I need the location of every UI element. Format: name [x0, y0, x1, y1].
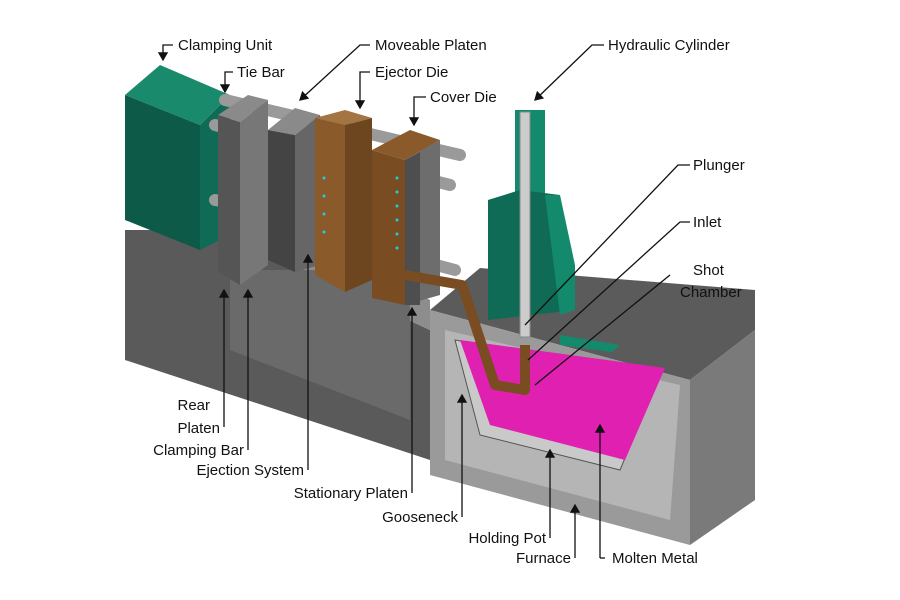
- label-clamping-unit: Clamping Unit: [178, 37, 273, 54]
- label-furnace: Furnace: [516, 550, 571, 567]
- cooling-channels: [322, 176, 399, 250]
- cover-die: [372, 130, 440, 305]
- moveable-platen: [268, 108, 320, 272]
- label-moveable-platen: Moveable Platen: [375, 37, 487, 54]
- label-clamping-bar: Clamping Bar: [153, 442, 244, 459]
- label-gooseneck: Gooseneck: [382, 509, 458, 526]
- label-shot-chamber-line1: Shot: [693, 262, 725, 279]
- molten-metal: [460, 340, 665, 460]
- label-hydraulic-cylinder: Hydraulic Cylinder: [608, 37, 730, 54]
- label-cover-die: Cover Die: [430, 89, 497, 106]
- rear-platen: [218, 95, 268, 285]
- gooseneck: [404, 270, 530, 395]
- label-plunger: Plunger: [693, 157, 745, 174]
- label-tie-bar: Tie Bar: [237, 64, 285, 81]
- leader-lines: [157, 44, 690, 558]
- label-ejection-system: Ejection System: [196, 462, 304, 479]
- label-ejector-die: Ejector Die: [375, 64, 448, 81]
- label-stationary-platen: Stationary Platen: [294, 485, 408, 502]
- clamping-unit: [125, 65, 230, 250]
- label-rear-platen-line1: Rear: [177, 397, 210, 414]
- label-rear-platen-line2: Platen: [177, 420, 220, 437]
- label-holding-pot: Holding Pot: [468, 530, 546, 547]
- label-shot-chamber-line2: Chamber: [680, 284, 742, 301]
- hydraulic-cylinder: [488, 110, 620, 352]
- label-inlet: Inlet: [693, 214, 722, 231]
- ejector-die: [315, 110, 372, 292]
- label-molten-metal: Molten Metal: [612, 550, 698, 567]
